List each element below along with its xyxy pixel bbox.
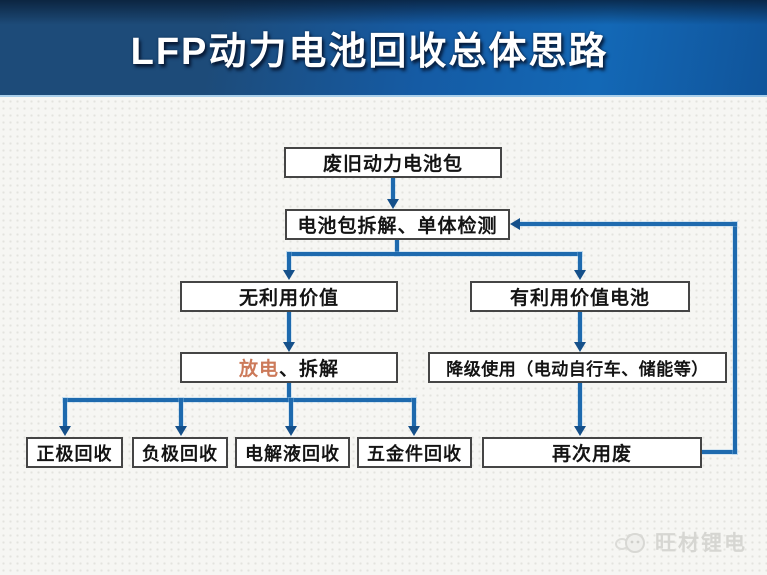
connector-branch-split-bottom [63, 398, 416, 402]
arrowhead-down-icon [285, 426, 297, 436]
node-pack-disassembly-cell-testing: 电池包拆解、单体检测 [285, 209, 510, 240]
connector-to-hardware [412, 398, 416, 428]
arrowhead-down-icon [574, 342, 586, 352]
arrowhead-down-icon [574, 270, 586, 280]
discharge-highlight-text: 放电 [238, 359, 279, 380]
arrowhead-left-icon [510, 218, 520, 230]
arrowhead-down-icon [175, 426, 187, 436]
arrowhead-down-icon [387, 199, 399, 209]
feedback-loop-right [733, 222, 737, 454]
watermark-text: 旺材锂电 [655, 532, 747, 555]
connector-novalue-to-discharge [287, 312, 291, 344]
connector-to-electrolyte [289, 398, 293, 428]
connector-discharge-stub [287, 383, 291, 402]
title-banner: LFP动力电池回收总体思路 [0, 0, 767, 97]
arrowhead-down-icon [59, 426, 71, 436]
feedback-loop-bottom [700, 450, 737, 454]
wangcai-logo-icon [615, 533, 645, 553]
arrowhead-down-icon [408, 426, 420, 436]
connector-to-no-value [287, 252, 291, 272]
connector-to-cathode [63, 398, 67, 428]
node-hardware-recycle: 五金件回收 [357, 437, 472, 468]
node-waste-battery-pack: 废旧动力电池包 [284, 147, 502, 178]
connector-to-useful-value [578, 252, 582, 272]
arrowhead-down-icon [574, 426, 586, 436]
feedback-loop-top [520, 222, 737, 226]
node-electrolyte-recycle: 电解液回收 [235, 437, 350, 468]
node-cathode-recycle: 正极回收 [26, 437, 123, 468]
watermark: 旺材锂电 [613, 527, 747, 557]
arrowhead-down-icon [283, 342, 295, 352]
dismantle-text: 、拆解 [279, 359, 340, 380]
node-waste-again: 再次用废 [482, 437, 702, 468]
connector-to-anode [179, 398, 183, 428]
node-discharge-dismantle: 放电、拆解 [180, 352, 398, 383]
node-useful-value-battery: 有利用价值电池 [470, 281, 690, 312]
connector-disassembly-stub [395, 239, 399, 256]
node-downgrade-use: 降级使用（电动自行车、储能等） [428, 352, 727, 383]
node-no-use-value: 无利用价值 [180, 281, 398, 312]
connector-branch-split-top [287, 252, 582, 256]
arrowhead-down-icon [283, 270, 295, 280]
slide-title: LFP动力电池回收总体思路 [130, 31, 609, 73]
node-anode-recycle: 负极回收 [132, 437, 228, 468]
connector-useful-to-downgrade [578, 312, 582, 344]
connector-pack-to-disassembly [391, 178, 395, 201]
connector-downgrade-to-wasteagain [578, 383, 582, 428]
